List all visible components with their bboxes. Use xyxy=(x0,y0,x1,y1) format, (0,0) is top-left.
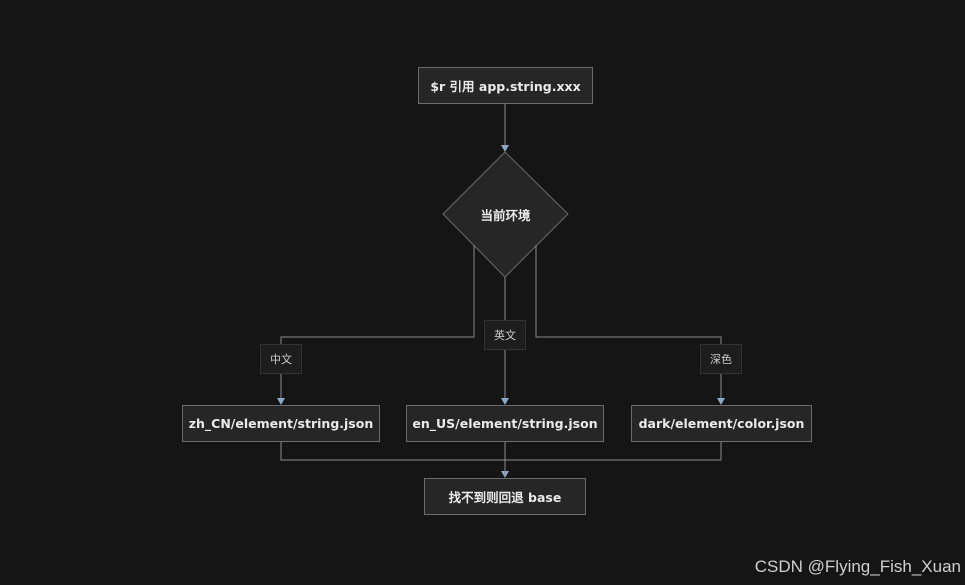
edge-label-dark: 深色 xyxy=(700,344,742,374)
edge-decision-to-zh xyxy=(277,245,475,405)
decision-label: 当前环境 xyxy=(480,207,531,223)
edge-label-en: 英文 xyxy=(484,320,526,350)
watermark: CSDN @Flying_Fish_Xuan xyxy=(754,557,961,576)
edge-zh-to-fallback xyxy=(280,442,509,478)
dark-node: dark/element/color.json xyxy=(631,405,812,442)
fallback-node: 找不到则回退 base xyxy=(424,478,586,515)
start-node: $r 引用 app.string.xxx xyxy=(418,67,593,104)
edge-dark-to-fallback xyxy=(505,442,722,461)
edge-label-zh: 中文 xyxy=(260,344,302,374)
edge-decision-to-dark xyxy=(535,245,725,405)
en-us-node: en_US/element/string.json xyxy=(406,405,604,442)
zh-cn-node: zh_CN/element/string.json xyxy=(182,405,380,442)
